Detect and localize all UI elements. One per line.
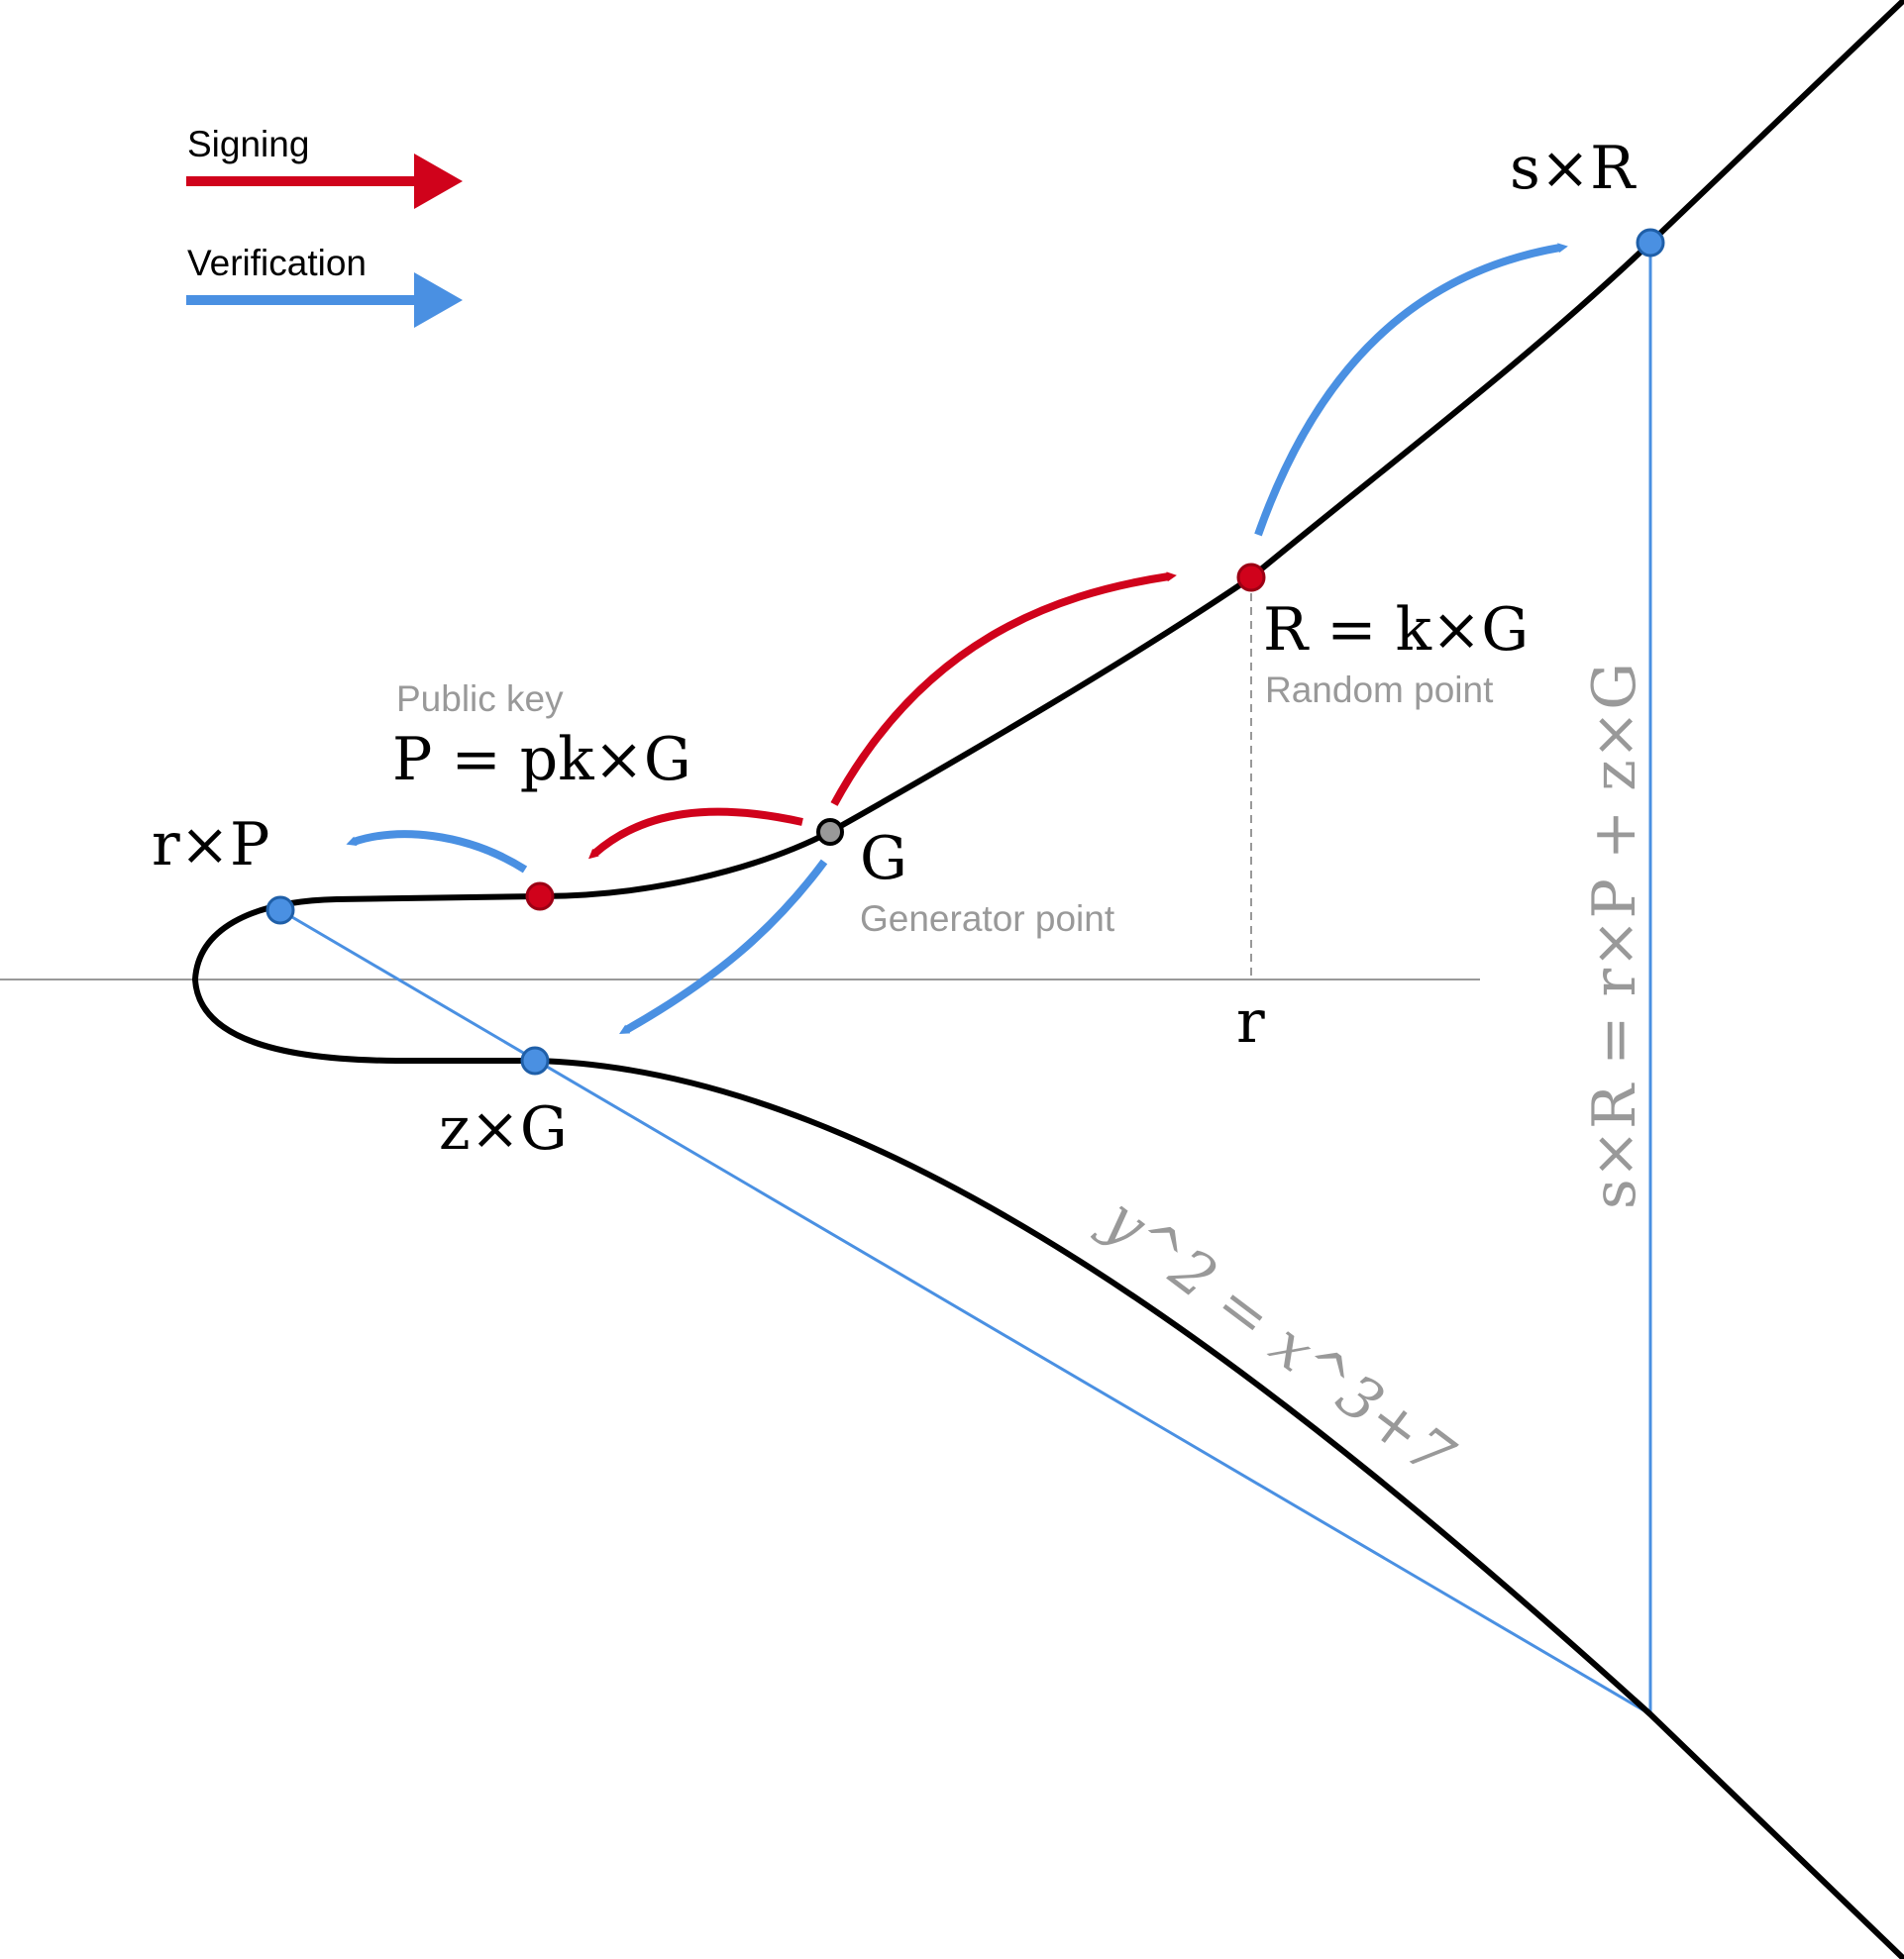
legend-signing-arrowhead [414,154,463,209]
signing-arrow-g-to-r [830,571,1177,806]
point-generator-g [816,818,844,846]
point-public-key-p [525,881,555,911]
label-generator: G [860,824,907,893]
label-public-key-caption: Public key [396,678,564,719]
label-s-times-r: s×R [1510,134,1637,203]
verification-chord-line [279,908,1651,1716]
label-curve-equation: y^2 = x^3+7 [1089,1183,1467,1492]
label-random-point-caption: Random point [1265,670,1494,710]
label-public-key: P = pk×G [392,725,691,794]
label-r-axis: r [1236,987,1265,1057]
label-z-times-g: z×G [439,1094,568,1164]
label-random-point: R = k×G [1263,595,1529,665]
point-r-times-p [265,895,295,925]
verification-arrow-g-to-zg [619,859,828,1034]
legend-signing-label: Signing [187,124,309,164]
label-verification-equation: s×R = r×P + z×G [1580,663,1649,1209]
verification-arrow-r-to-sr [1254,243,1568,537]
point-z-times-g [520,1046,550,1076]
legend-verification-arrowhead [414,272,463,328]
signing-arrow-g-to-p [587,807,803,860]
point-random-r [1236,563,1266,592]
verification-arrow-p-to-rp [346,830,528,874]
legend-verification-label: Verification [187,243,367,283]
point-s-times-r [1636,228,1665,258]
legend: Signing Verification [186,124,463,328]
label-generator-caption: Generator point [860,898,1115,939]
label-r-times-p: r×P [152,810,269,879]
